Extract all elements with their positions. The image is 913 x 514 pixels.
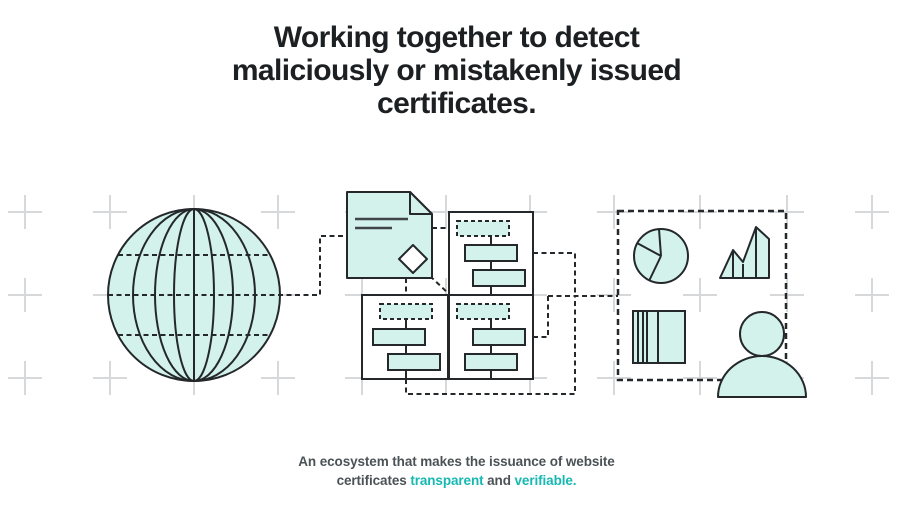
caption-text: and: [483, 473, 515, 488]
dashed-placeholder-box: [456, 220, 510, 237]
log-flowchart-icon: [361, 294, 449, 380]
monitor-dashboard: [616, 209, 807, 398]
page-title-line-1: Working together to detect: [273, 21, 640, 54]
diamond-seal-icon: [398, 244, 428, 274]
log-stack-icon: [632, 310, 686, 364]
area-chart-icon: [719, 226, 770, 279]
page-title: Working together to detect maliciously o…: [0, 21, 913, 120]
connector-globe-to-document: [108, 235, 347, 296]
caption-line-1: An ecosystem that makes the issuance of …: [298, 454, 615, 469]
log-entry-box: [387, 353, 441, 371]
log-entry-box: [464, 244, 518, 262]
dashboard-outline: [616, 209, 788, 382]
log-entry-box: [472, 269, 526, 287]
pie-chart-icon: [633, 228, 689, 284]
page-title-line-2: maliciously or mistakenly issued: [231, 54, 682, 87]
caption-highlight-verifiable: verifiable.: [514, 473, 577, 488]
connector-log2-loop: [405, 296, 576, 395]
log-entry-box: [472, 328, 526, 346]
dashed-placeholder-box: [379, 303, 433, 320]
caption-text: certificates: [336, 473, 411, 488]
connector-document-corner: [429, 275, 450, 295]
dashed-placeholder-box: [456, 303, 510, 320]
caption-line-2: certificates transparent and verifiable.: [0, 471, 913, 490]
caption-highlight-transparent: transparent: [410, 473, 484, 488]
log-flowchart-icon: [448, 211, 534, 296]
folded-corner: [409, 191, 433, 215]
connector-log1-to-dashboard: [533, 252, 576, 296]
log-flowchart-icon: [448, 294, 534, 380]
connector-lines: [108, 227, 618, 395]
certificate-document-icon: [346, 191, 433, 279]
log-entry-box: [372, 328, 426, 346]
hero-caption: An ecosystem that makes the issuance of …: [0, 452, 913, 490]
log-entry-box: [464, 353, 518, 371]
person-icon: [717, 311, 807, 398]
page-title-line-3: certificates.: [377, 87, 537, 120]
connector-log3-to-dashboard: [533, 296, 549, 338]
